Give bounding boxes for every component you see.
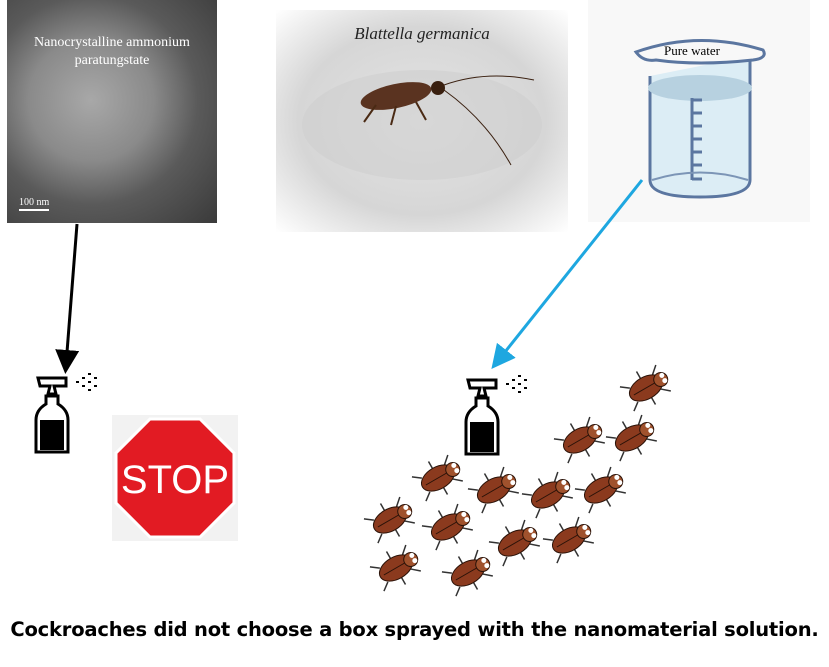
beaker-image: Pure water (588, 0, 810, 222)
beaker-label: Pure water (664, 43, 720, 58)
scale-bar: 100 nm (19, 197, 50, 211)
beaker-icon (633, 39, 766, 199)
stop-text: STOP (121, 458, 229, 502)
tem-micrograph: Nanocrystalline ammonium paratungstate 1… (7, 0, 217, 223)
spray-bottle-left-icon (34, 373, 97, 454)
cockroach-photo: Blattella germanica (276, 10, 568, 232)
cockroach-icon (302, 70, 542, 180)
arrow-right (491, 179, 644, 370)
tem-label: Nanocrystalline ammonium paratungstate (34, 35, 190, 68)
species-label: Blattella germanica (354, 24, 490, 43)
caption: Cockroaches did not choose a box sprayed… (10, 618, 819, 641)
arrow-left (55, 223, 80, 374)
spray-bottle-right-icon (464, 375, 527, 456)
stop-sign-icon: STOP (112, 415, 238, 541)
